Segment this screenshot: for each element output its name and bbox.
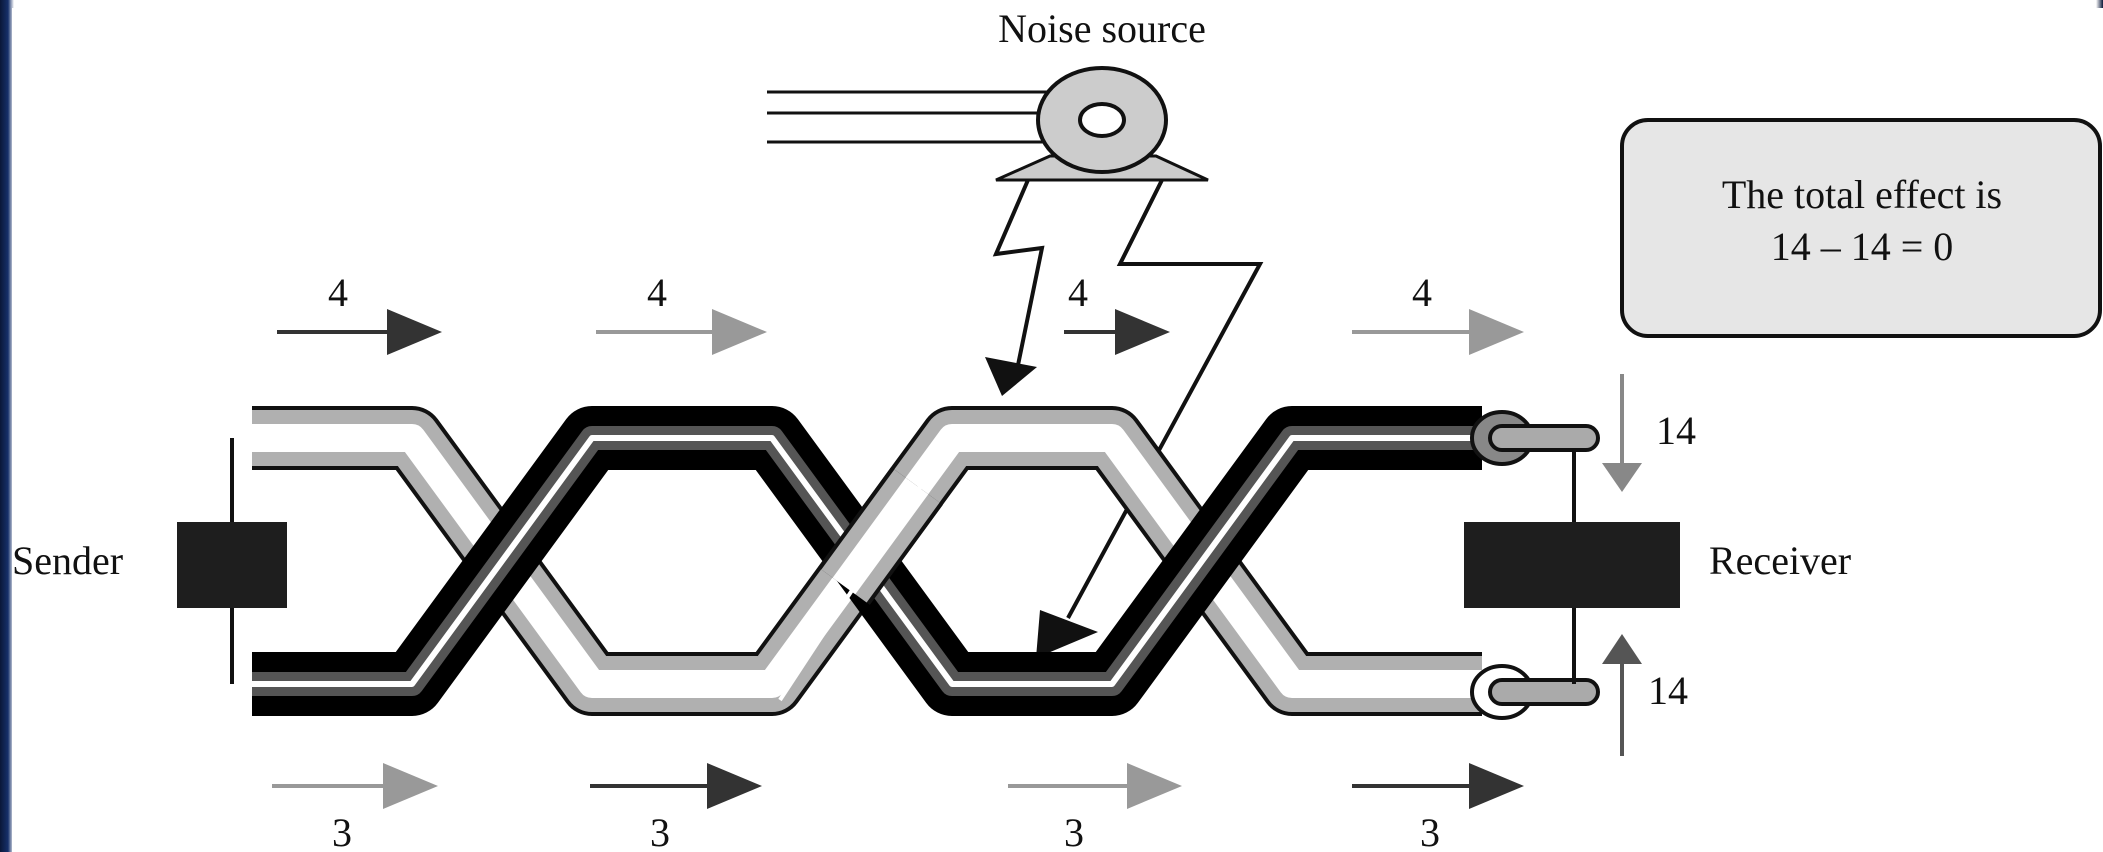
bottom-arrow-4: 3 [1352, 763, 1524, 852]
top-arrow-2: 4 [596, 270, 767, 355]
bottom-arrow-4-label: 3 [1420, 810, 1440, 852]
sender-label: Sender [12, 538, 123, 583]
noise-source-label: Noise source [998, 8, 1206, 51]
bottom-current-arrows: 3 3 3 3 [272, 763, 1524, 852]
top-arrow-4: 4 [1352, 270, 1524, 355]
noise-source-icon [767, 66, 1209, 182]
top-current-arrows: 4 4 4 4 [277, 270, 1524, 355]
sender-block [177, 438, 287, 684]
top-arrow-2-label: 4 [647, 270, 667, 315]
bottom-arrow-1-label: 3 [332, 810, 352, 852]
receiver-bottom-arrow: 14 [1602, 634, 1688, 756]
receiver-top-value: 14 [1656, 408, 1696, 453]
receiver-block [1464, 522, 1680, 608]
noise-lightning-right [1036, 179, 1264, 658]
bottom-arrow-3-label: 3 [1064, 810, 1084, 852]
diagram-canvas: Noise source The total effect is 14 – 14… [12, 8, 2103, 852]
bottom-arrow-2: 3 [590, 763, 762, 852]
wire-end-caps [1470, 410, 1600, 720]
top-arrow-1-label: 4 [328, 270, 348, 315]
noise-lightning-left [985, 179, 1045, 396]
bottom-arrow-1: 3 [272, 763, 438, 852]
total-effect-text-line1: The total effect is [1722, 172, 2002, 217]
twisted-pair-diagram: Noise source The total effect is 14 – 14… [12, 8, 2102, 852]
top-arrow-4-label: 4 [1412, 270, 1432, 315]
top-arrow-3: 4 [1064, 270, 1170, 355]
white-wire-crossing [778, 436, 954, 702]
total-effect-text-line2: 14 – 14 = 0 [1771, 224, 1954, 269]
receiver-top-arrow: 14 [1602, 374, 1696, 492]
top-arrow-1: 4 [277, 270, 442, 355]
receiver-bottom-value: 14 [1648, 668, 1688, 713]
bottom-arrow-3: 3 [1008, 763, 1182, 852]
receiver-label: Receiver [1709, 538, 1851, 583]
bottom-arrow-2-label: 3 [650, 810, 670, 852]
total-effect-box: The total effect is 14 – 14 = 0 [1620, 118, 2102, 338]
top-arrow-3-label: 4 [1068, 270, 1088, 315]
